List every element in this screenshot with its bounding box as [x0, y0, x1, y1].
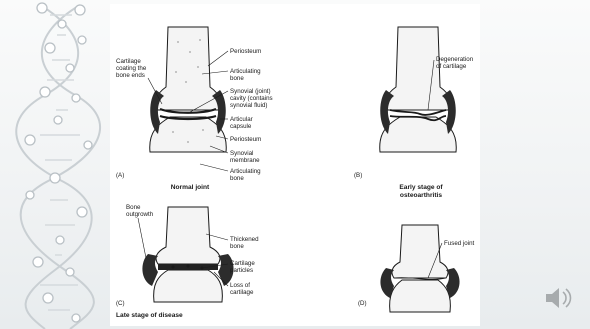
joint-diagram-figure: (A) Normal joint Cartilage coating the b…: [110, 4, 480, 326]
panel-b-leader-line: [110, 4, 480, 204]
panel-d-leader-line: [110, 204, 480, 314]
speaker-icon[interactable]: [541, 280, 577, 316]
dna-helix-icon: [0, 0, 110, 329]
